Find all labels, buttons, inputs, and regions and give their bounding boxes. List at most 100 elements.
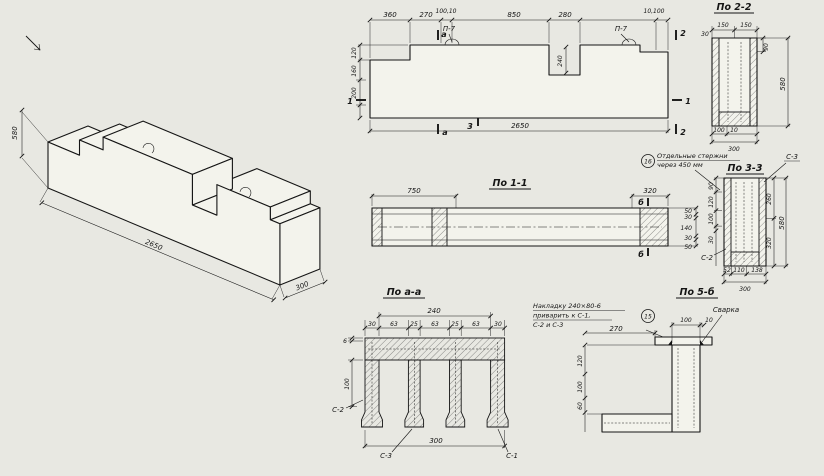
wall-hatch	[749, 37, 758, 127]
leader-line	[345, 399, 364, 409]
section-1-1: По 1-1 750 320 50 30 140 30	[369, 178, 699, 259]
elevation-bottom-dim: 2650	[367, 120, 671, 134]
dim-label: 110	[733, 267, 745, 274]
cut-mark-label: 3	[467, 122, 473, 131]
cut-mark-label: а	[441, 30, 446, 39]
dim-label: 90	[763, 43, 770, 51]
dim-label: 10	[705, 317, 713, 324]
weld-mark-icon	[700, 340, 704, 345]
dim-label: 260	[766, 193, 773, 205]
dim-label: 360	[383, 11, 397, 19]
sectionAA-dims: 240 30 63 25 63 25 63 30 6 100 300	[343, 307, 508, 449]
iso-height-label: 580	[11, 126, 19, 140]
dim-label: 60	[577, 402, 584, 410]
leader-line	[620, 33, 630, 43]
view-arrow-icon	[25, 35, 41, 51]
dim-label: 300	[429, 437, 443, 445]
dim-label: 100	[708, 213, 715, 225]
elevation-top-dims: 360 270 100,10 850 280 10,100	[367, 8, 671, 58]
lifting-loop-icon	[239, 187, 252, 198]
dim-label: 10,100	[644, 8, 665, 15]
dim-label: 6	[343, 338, 347, 345]
iso-dim-height: 580	[11, 107, 49, 189]
leader-line	[497, 428, 509, 453]
section-a-a: По а-а 240 30 63 2	[332, 287, 518, 460]
iso-front-face	[47, 136, 281, 286]
dim-label: 52	[723, 267, 731, 274]
dim-label: 30	[684, 214, 692, 221]
dim-label: 25	[410, 321, 418, 328]
dim-label: 63	[390, 321, 398, 328]
elevation-notch-dim: 240	[557, 44, 569, 76]
dim-label: 100,10	[436, 8, 457, 15]
note-text: Отдельные стержни	[657, 152, 728, 160]
dim-label: 270	[419, 11, 433, 19]
dim-label: 200	[351, 87, 358, 99]
dim-label: 240	[427, 307, 441, 315]
cut-mark-label: а	[442, 128, 447, 137]
dim-label: 160	[351, 65, 358, 77]
section-5-b: По 5-б Накладку 240×80-6 приварить к С-1…	[533, 287, 739, 433]
isometric-view: 580 2650 300	[11, 35, 328, 303]
hook-label: П-7	[443, 25, 456, 33]
leader-line	[763, 162, 787, 183]
dim-label: 25	[451, 321, 459, 328]
mesh-label: С-2	[332, 406, 344, 414]
note-text: С-2 и С-3	[533, 321, 563, 329]
section-title: По а-а	[387, 287, 422, 298]
dim-label: 270	[609, 325, 623, 333]
dim-label: 850	[507, 11, 521, 19]
dim-label: 63	[431, 321, 439, 328]
elevation-outline	[369, 44, 669, 119]
leader-line	[391, 428, 413, 453]
leader-line	[448, 33, 453, 43]
cut-mark-label: 1	[685, 97, 691, 106]
weld-mark-icon	[668, 340, 672, 345]
hook-label: П-7	[615, 25, 628, 33]
section-title: По 5-б	[680, 287, 715, 298]
dim-label: 120	[577, 355, 584, 367]
wall-hatch	[758, 177, 767, 267]
front-elevation: П-7 П-7 360 270 100,10 850 280 10,100	[347, 8, 691, 137]
leader-line	[701, 314, 723, 343]
dim-label: 30	[368, 321, 376, 328]
note-text: через 450 мм	[657, 161, 703, 169]
note-text: приварить к С-1,	[533, 312, 591, 320]
dim-label: 138	[751, 267, 763, 274]
stem-body	[671, 344, 701, 433]
dim-label: 100	[344, 378, 351, 390]
elevation-left-dims: 120 160 200	[351, 42, 408, 121]
dim-label: 100	[713, 127, 725, 134]
slab-hatch	[718, 111, 751, 127]
dim-label: 100	[680, 317, 692, 324]
section11-dims: 750 320 50 30 140 30 50	[369, 187, 699, 251]
iso-length-label: 2650	[144, 238, 164, 252]
cut-mark-label: 2	[680, 128, 686, 137]
section-title: По 3-3	[728, 163, 763, 174]
dim-label: 150	[717, 22, 729, 29]
dim-label: 100	[577, 381, 584, 393]
dim-label: 240	[557, 55, 564, 67]
note-text: Накладку 240×80-6	[533, 302, 601, 310]
dim-label: 280	[558, 11, 572, 19]
iso-depth-label: 300	[295, 280, 311, 293]
wall-hatch	[723, 177, 732, 267]
dim-label: 300	[728, 146, 740, 153]
weld-label: Сварка	[713, 306, 739, 314]
dim-label: 750	[407, 187, 421, 195]
dim-label: 320	[766, 237, 773, 249]
lifting-loop-icon	[142, 143, 155, 154]
cut-mark-label: б	[638, 197, 644, 207]
dim-label: 30	[701, 31, 709, 38]
dim-label: 150	[740, 22, 752, 29]
iso-dim-depth: 300	[279, 268, 328, 301]
lifting-hook-icon	[621, 38, 637, 46]
dim-label: 30	[494, 321, 502, 328]
position-number: 15	[644, 314, 652, 321]
dim-label: 120	[708, 196, 715, 208]
slab-hatch	[730, 251, 760, 267]
wall-hatch	[711, 37, 720, 127]
cut-b-marks: б б	[638, 197, 649, 259]
dim-label: 50	[684, 244, 692, 251]
